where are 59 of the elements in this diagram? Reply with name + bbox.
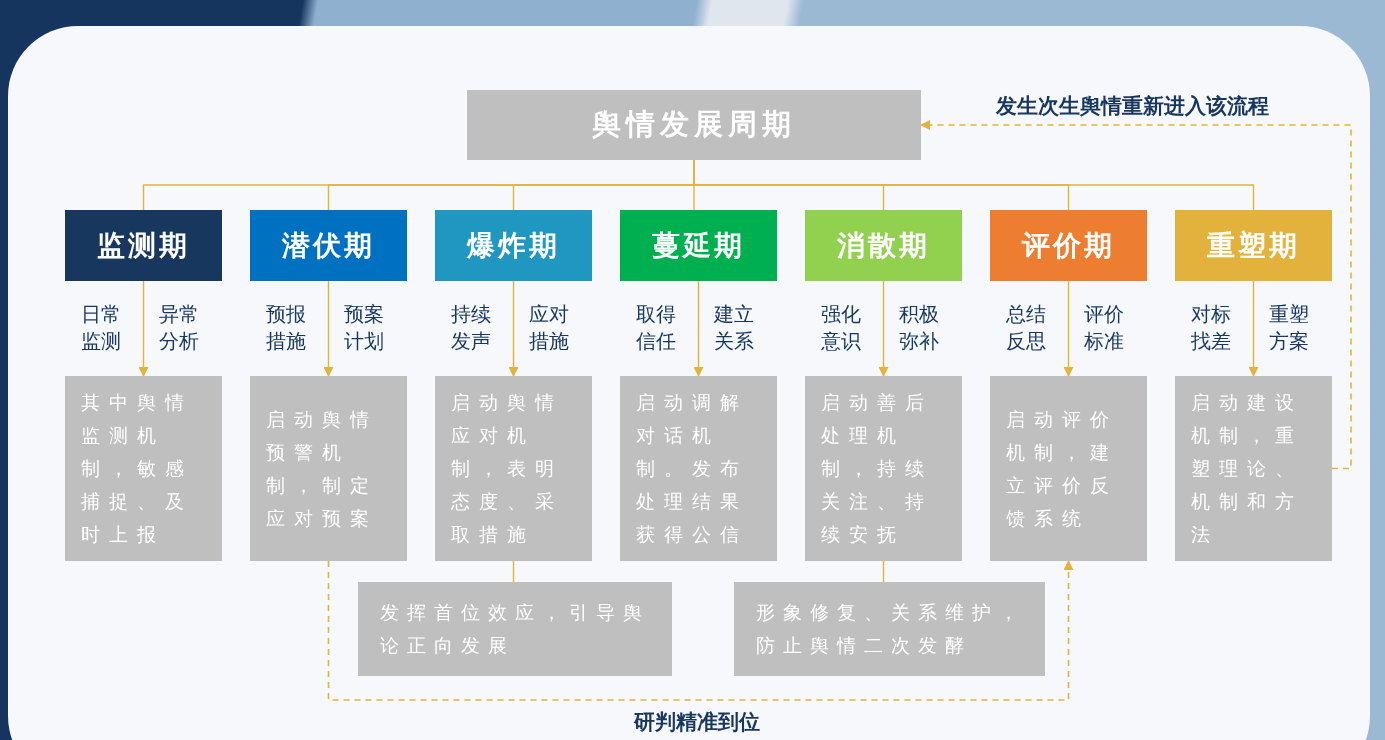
description-box — [1175, 376, 1332, 561]
annotation-text: 建立关系 — [713, 301, 755, 355]
description-box — [990, 376, 1147, 561]
description-text: 启动调解对话机制。发布处理结果获得公信 — [635, 390, 749, 547]
annotation-text: 重塑方案 — [1268, 301, 1310, 355]
annotation-text: 对标找差 — [1190, 301, 1232, 355]
arrow — [323, 280, 334, 377]
description-text: 形象修复、关系维护，防止舆情二次发酵 — [755, 600, 1027, 658]
phase-title: 消散期 — [837, 227, 930, 264]
phase-title: 重塑期 — [1207, 227, 1300, 264]
annotation-text: 积极弥补 — [898, 301, 940, 355]
phase-title: 蔓延期 — [652, 227, 745, 264]
phase-box — [435, 210, 592, 281]
phase-title: 监测期 — [97, 227, 190, 264]
description-text: 启动善后处理机制，持续关注、持续安抚 — [820, 390, 934, 547]
description-text: 其中舆情监测机制，敏感捕捉、及时上报 — [80, 390, 194, 547]
arrow — [138, 280, 149, 377]
dashed-arrow — [920, 120, 1352, 470]
phase-box — [990, 210, 1147, 281]
connector-line — [512, 560, 515, 583]
description-text: 启动评价机制，建立评价反馈系统 — [1005, 406, 1119, 531]
annotation-text: 强化意识 — [820, 301, 862, 355]
arrow — [1063, 280, 1074, 377]
arrow — [1248, 280, 1259, 377]
phase-title: 爆炸期 — [467, 227, 560, 264]
description-box — [358, 582, 672, 676]
annotation-text: 取得信任 — [635, 301, 677, 355]
description-box — [620, 376, 777, 561]
phase-title: 评价期 — [1022, 227, 1115, 264]
annotation-text: 日常监测 — [80, 301, 122, 355]
annotation-text: 持续发声 — [450, 301, 492, 355]
description-box — [65, 376, 222, 561]
description-box — [435, 376, 592, 561]
phase-box — [250, 210, 407, 281]
arrow — [878, 280, 889, 377]
phase-box — [65, 210, 222, 281]
cycle-title: 舆情发展周期 — [592, 106, 796, 143]
phase-title: 潜伏期 — [282, 227, 375, 264]
annotation-text: 异常分析 — [158, 301, 200, 355]
annotation-text: 应对措施 — [528, 301, 570, 355]
annotation-text: 评价标准 — [1083, 301, 1125, 355]
arrow — [508, 280, 519, 377]
title-box — [467, 90, 921, 160]
annotation-text: 总结反思 — [1005, 301, 1047, 355]
annotation-text: 预案计划 — [343, 301, 385, 355]
description-text: 发挥首位效应，引导舆论正向发展 — [379, 600, 651, 658]
description-text: 启动舆情应对机制，表明态度、采取措施 — [450, 390, 564, 547]
phase-box — [1175, 210, 1332, 281]
description-box — [250, 376, 407, 561]
description-box — [805, 376, 962, 561]
annotation-text: 预报措施 — [265, 301, 307, 355]
arrow — [693, 280, 704, 377]
description-text: 启动建设机制，重塑理论、机制和方法 — [1190, 390, 1304, 547]
description-box — [734, 582, 1045, 676]
connector-line — [882, 560, 885, 583]
dashed-arrow — [327, 560, 1074, 701]
description-text: 启动舆情预警机制，制定应对预案 — [265, 406, 379, 531]
phase-box — [805, 210, 962, 281]
phase-box — [620, 210, 777, 281]
